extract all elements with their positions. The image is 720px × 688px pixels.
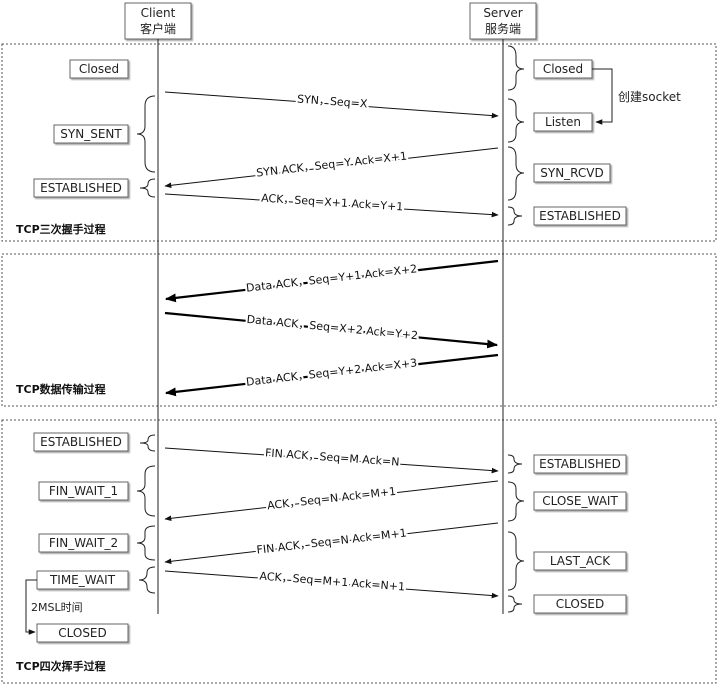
- transfer-section-frame: [1, 253, 717, 407]
- client-state-closed: Closed: [79, 62, 119, 76]
- client-brace-established-close: [139, 434, 156, 452]
- server-state-syn-rcvd-box: [533, 163, 611, 183]
- server-brace-last-ack: [507, 531, 525, 591]
- msg-data-1-arrow: [164, 259, 499, 303]
- server-state-close-wait: CLOSE_WAIT: [542, 494, 618, 508]
- msg-syn-ack-label: SYN ACK，Seq=Y Ack=X+1: [256, 149, 408, 179]
- client-header-cn: 客户端: [140, 21, 176, 36]
- client-state-fin-wait-2: FIN_WAIT_2: [49, 536, 118, 550]
- msg-syn-ack-arrow: [164, 147, 499, 189]
- server-state-listen-box: [533, 112, 593, 132]
- msg-ack-label: ACK，Seq=X+1 Ack=Y+1: [261, 192, 404, 214]
- client-brace-established: [139, 178, 156, 198]
- client-brace-fin-wait-1: [136, 465, 156, 517]
- client-state-fin-wait-2-box: [38, 533, 129, 553]
- msg-data-3-label: Data ACK，Seq=Y+2 Ack=X+3: [245, 356, 417, 388]
- server-state-closed-final-box: [533, 594, 627, 614]
- server-state-closed-final: CLOSED: [556, 597, 605, 611]
- client-state-established-close: ESTABLISHED: [40, 435, 122, 449]
- msg-syn-label: SYN，Seq=X: [297, 93, 369, 111]
- server-header-cn: 服务端: [485, 21, 521, 36]
- msg-ack-arrow: [164, 193, 499, 218]
- client-state-fin-wait-1: FIN_WAIT_1: [49, 484, 118, 498]
- handshake-section-frame: [1, 43, 717, 242]
- msg-data-2-arrow: [164, 311, 499, 349]
- client-header-box: [124, 2, 192, 40]
- transfer-title: TCP数据传输过程: [16, 382, 106, 396]
- create-socket-note: 创建socket: [618, 90, 681, 104]
- client-braces: [136, 95, 156, 594]
- msg-data-2-label: Data ACK，Seq=X+2 Ack=Y+2: [246, 313, 419, 342]
- msg-ack-2-arrow: [164, 570, 499, 599]
- server-state-syn-rcvd: SYN_RCVD: [540, 166, 604, 180]
- client-brace-fin-wait-2: [136, 525, 156, 561]
- msg-ack-1-label: ACK，Seq=N Ack=M+1: [266, 485, 396, 513]
- client-state-syn-sent: SYN_SENT: [60, 127, 122, 141]
- server-brace-established: [507, 206, 523, 226]
- server-state-established-box: [533, 206, 627, 226]
- msg-syn-arrow: [164, 91, 499, 119]
- server-braces: [507, 45, 525, 613]
- client-state-closed-final: CLOSED: [58, 626, 107, 640]
- client-header-en: Client: [141, 6, 176, 20]
- client-brace-time-wait: [138, 566, 156, 594]
- server-state-closed: Closed: [543, 62, 583, 76]
- server-state-listen: Listen: [545, 115, 581, 129]
- client-state-time-wait: TIME_WAIT: [49, 573, 116, 587]
- server-state-established: ESTABLISHED: [539, 209, 621, 223]
- server-state-established-close-box: [533, 454, 627, 474]
- server-state-last-ack-box: [533, 551, 627, 571]
- server-brace-listen: [507, 98, 525, 143]
- client-brace-syn-sent: [136, 95, 156, 173]
- close-title: TCP四次挥手过程: [16, 659, 106, 673]
- client-state-established-close-box: [33, 432, 129, 452]
- msg-fin-2-arrow: [164, 522, 499, 565]
- server-state-established-close: ESTABLISHED: [539, 457, 621, 471]
- client-state-established: ESTABLISHED: [40, 181, 122, 195]
- client-state-established-box: [33, 178, 129, 198]
- msg-ack-1-arrow: [164, 480, 499, 522]
- msg-fin-1-label: FIN ACK，Seq=M Ack=N: [265, 446, 400, 468]
- msl-note: 2MSL时间: [31, 601, 83, 614]
- msg-fin-2-label: FIN ACK，Seq=N Ack=M+1: [256, 526, 407, 556]
- close-section-frame: [1, 419, 717, 684]
- server-header-en: Server: [483, 6, 522, 20]
- server-state-last-ack: LAST_ACK: [550, 554, 611, 568]
- client-state-fin-wait-1-box: [38, 481, 129, 501]
- server-brace-closed-final: [507, 595, 523, 613]
- msg-data-1-label: Data ACK，Seq=Y+1 Ack=X+2: [245, 262, 417, 294]
- client-state-closed-final-box: [36, 623, 129, 643]
- server-brace-close-wait: [507, 481, 525, 522]
- create-socket-connector: [592, 68, 613, 125]
- client-state-syn-sent-box: [53, 124, 129, 144]
- server-brace-syn-rcvd: [507, 146, 525, 201]
- server-brace-established-close: [507, 454, 523, 474]
- msg-ack-2-label: ACK，Seq=M+1 Ack=N+1: [259, 570, 405, 594]
- msg-fin-1-arrow: [164, 447, 499, 474]
- server-brace-closed: [507, 45, 525, 91]
- msg-data-3-arrow: [164, 353, 499, 397]
- msl-connector: [25, 579, 37, 635]
- client-state-closed-box: [69, 59, 129, 79]
- server-header-box: [469, 2, 537, 40]
- handshake-title: TCP三次握手过程: [16, 222, 106, 236]
- server-state-close-wait-box: [533, 491, 627, 511]
